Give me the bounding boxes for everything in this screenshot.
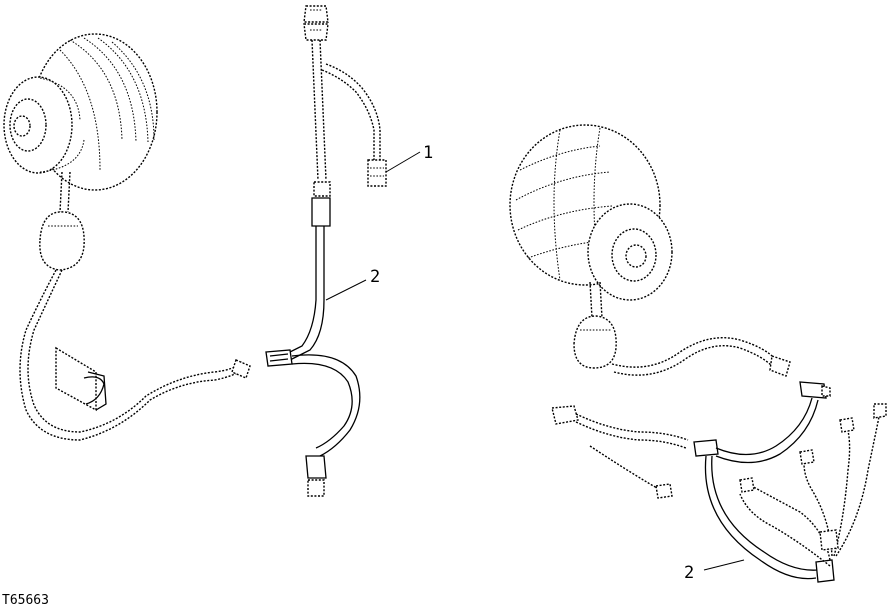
right-work-light xyxy=(509,124,791,377)
callout-2-center: 2 xyxy=(325,267,380,301)
callout-2-right-label: 2 xyxy=(684,563,694,583)
callout-1-leader xyxy=(385,151,421,173)
callout-2-right-leader xyxy=(703,559,745,571)
callout-2-right: 2 xyxy=(684,559,745,583)
callout-2-center-leader xyxy=(325,279,367,301)
right-harness xyxy=(551,381,887,583)
callout-1-label: 1 xyxy=(423,143,433,163)
center-harness xyxy=(265,5,387,497)
callout-2-center-label: 2 xyxy=(370,267,380,287)
callout-1: 1 xyxy=(385,143,433,173)
figure-id: T65663 xyxy=(2,593,49,608)
left-work-light xyxy=(3,33,251,441)
